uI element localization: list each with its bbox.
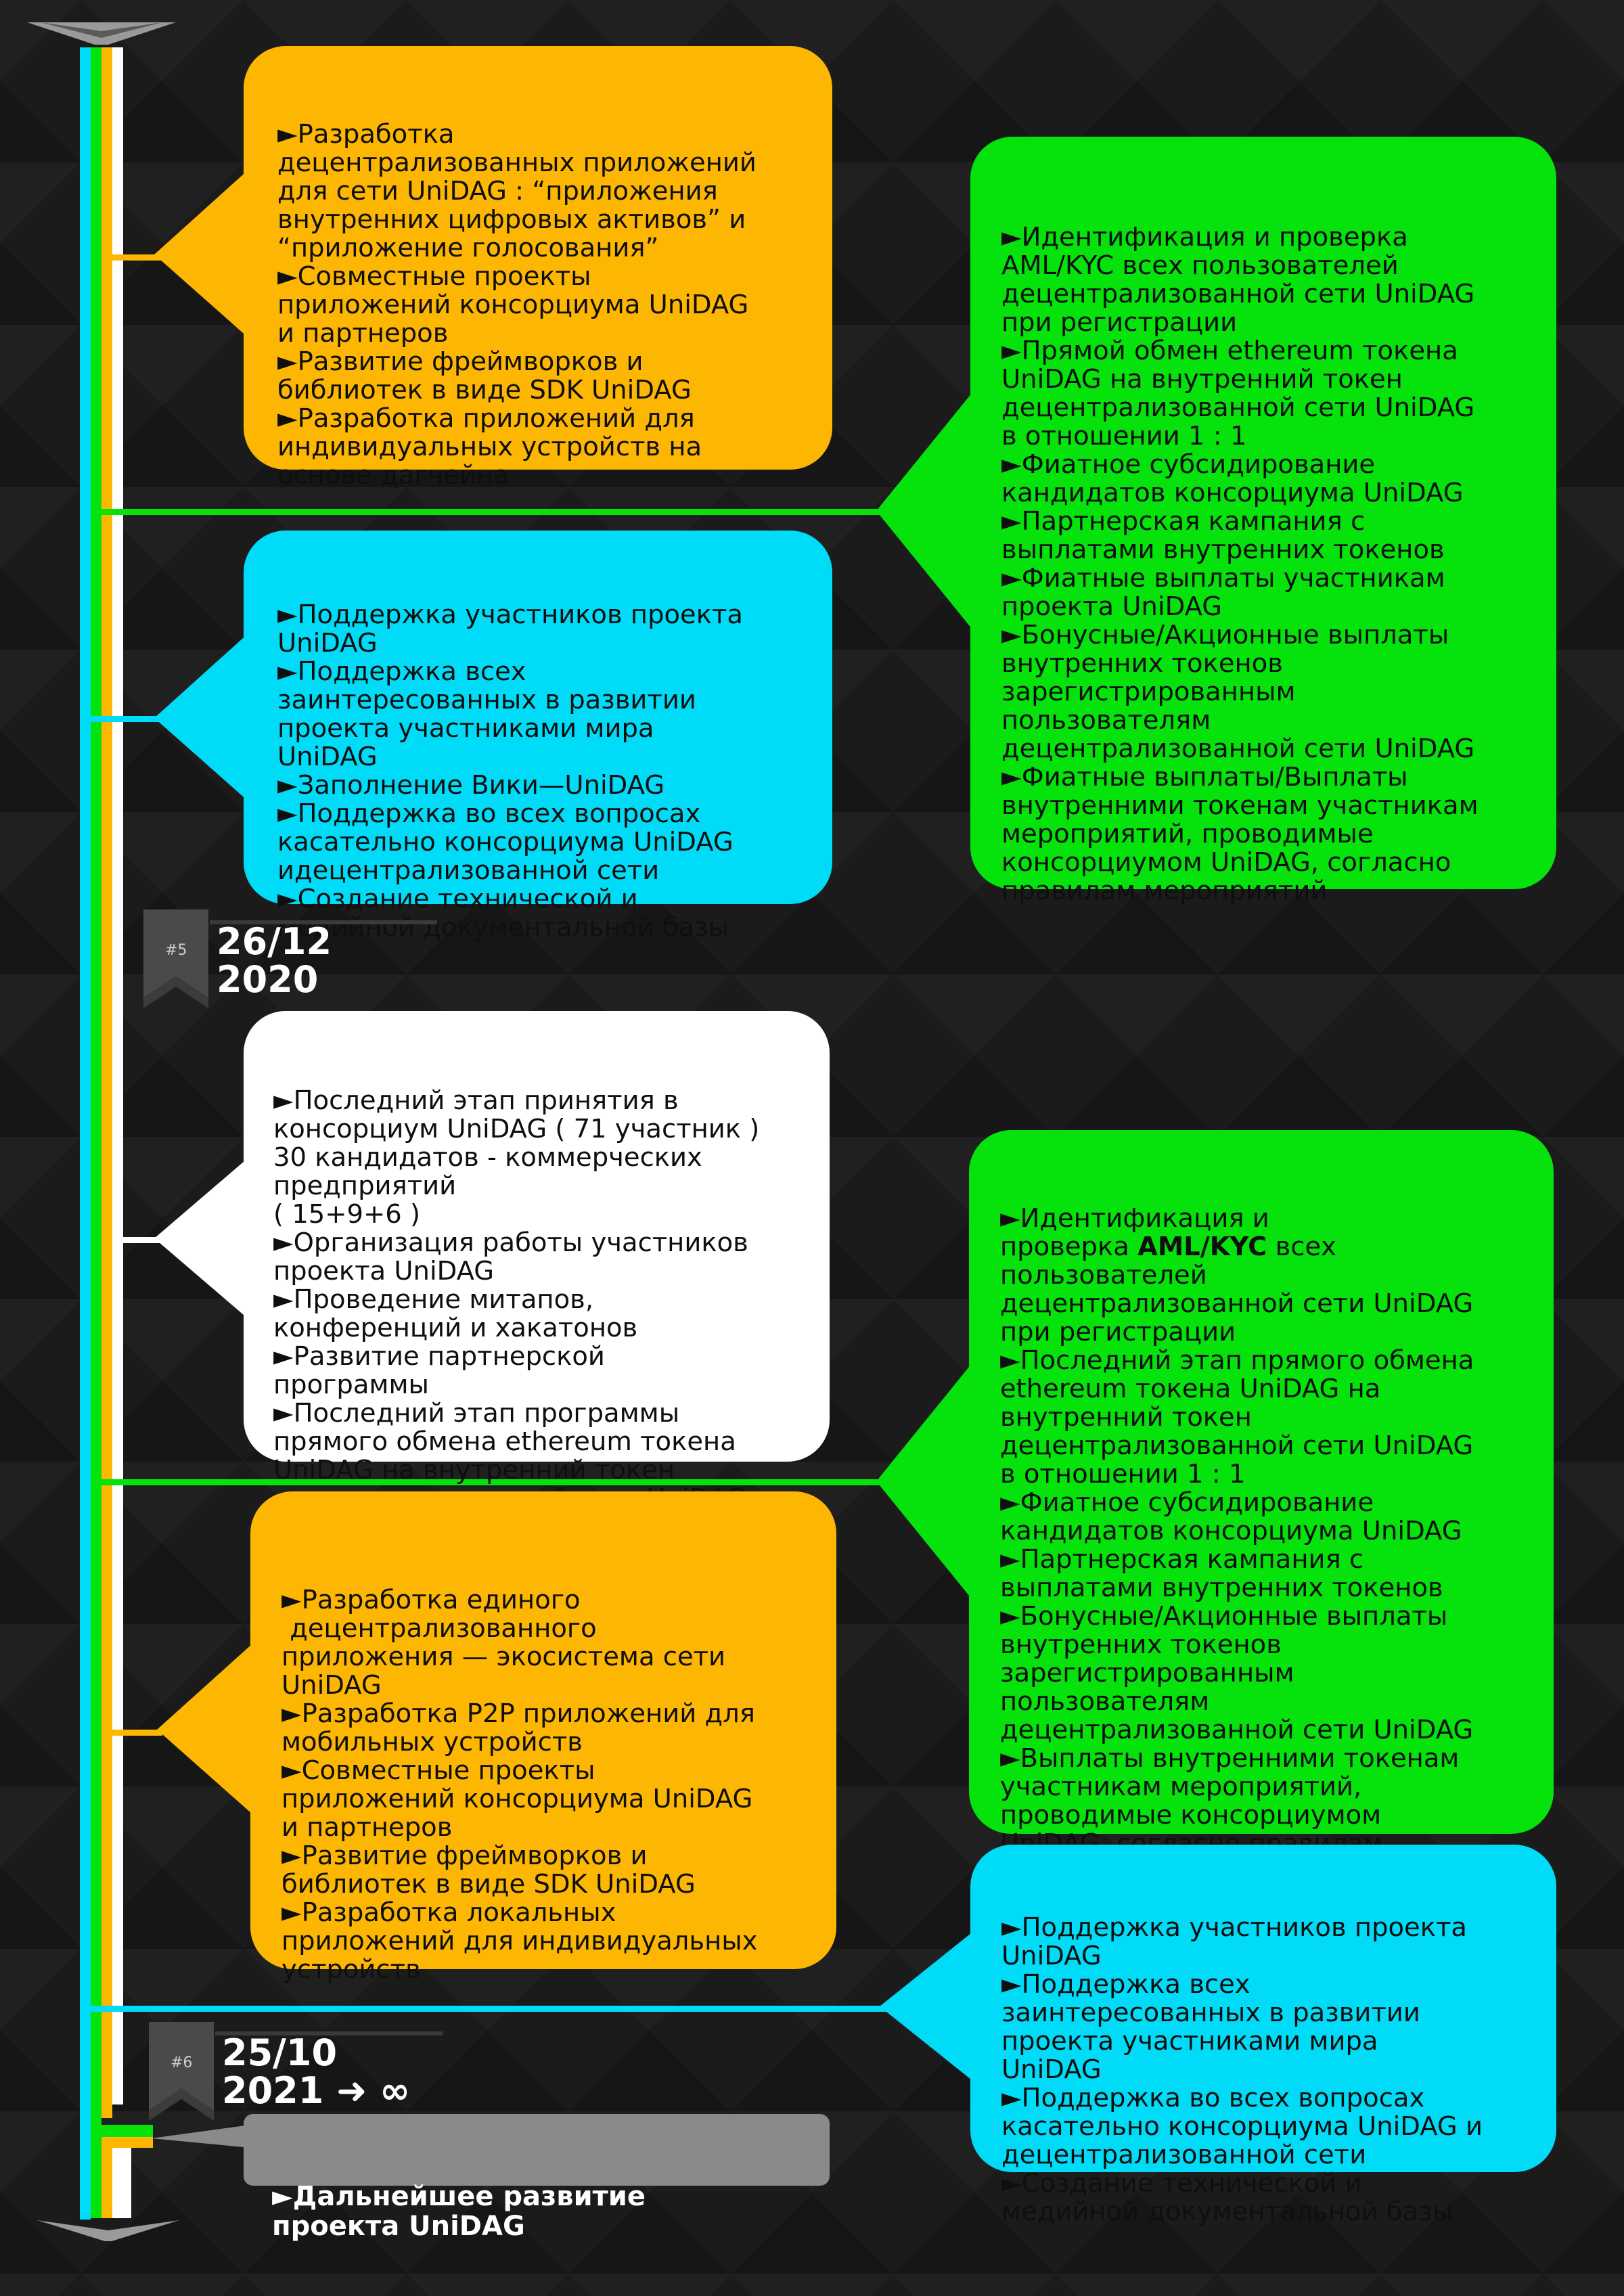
bubble-cyan-support-text: ►Поддержка участников проекта UniDAG ►По… xyxy=(277,600,744,943)
bubble-white-consortium-text: ►Последний этап принятия в консорциум Un… xyxy=(273,1085,760,1513)
milestone-5-date-line1: 26/12 xyxy=(217,920,332,963)
bubble-cyan-support-2-text: ►Поддержка участников проекта UniDAG ►По… xyxy=(1001,1912,1483,2227)
milestone-6-date: 25/10 2021 ➜ ∞ xyxy=(222,2034,410,2110)
milestone-5-bookmark-icon xyxy=(143,909,208,1008)
connector-cyan-2 xyxy=(80,2006,892,2012)
timeline-end-hook xyxy=(91,2125,153,2137)
bubble-grey-future-text: ►Дальнейшее развитие проекта UniDAG xyxy=(272,2181,646,2242)
timeline-rail-orange xyxy=(102,47,112,2118)
timeline-rail-green xyxy=(91,47,102,2132)
bubble-grey-future: ►Дальнейшее развитие проекта UniDAG xyxy=(244,2114,830,2241)
connector-cyan-1 xyxy=(80,716,161,722)
bubble-orange-app-dev-text: ►Разработка децентрализованных приложени… xyxy=(277,119,757,491)
bubble-orange-ecosystem: ►Разработка единого децентрализованного … xyxy=(250,1491,836,1984)
bubble-cyan-support-2: ►Поддержка участников проекта UniDAG ►По… xyxy=(970,1845,1556,2226)
milestone-6-bookmark-icon xyxy=(149,2022,214,2121)
milestone-6-date-line2: 2021 ➜ ∞ xyxy=(222,2069,411,2112)
milestone-5-date: 26/12 2020 xyxy=(217,923,332,999)
timeline-rail-cyan xyxy=(80,47,91,2220)
bubble-green-kyc-payments: ►Идентификация и проверка AML/KYC всех п… xyxy=(970,137,1556,905)
timeline-rail-white xyxy=(112,47,123,2104)
bubble-white-consortium: ►Последний этап принятия в консорциум Un… xyxy=(244,1011,830,1513)
connector-white-1 xyxy=(112,1237,160,1243)
bottom-chevron-icon xyxy=(37,2220,179,2241)
connector-orange-1 xyxy=(102,254,162,261)
bubble-orange-ecosystem-text: ►Разработка единого децентрализованного … xyxy=(281,1585,758,1985)
bubble-green-final-exchange-text: ►Идентификация и проверка AML/KYC всех п… xyxy=(1000,1203,1474,1887)
connector-green-1 xyxy=(91,509,889,515)
milestone-6-tag: #6 xyxy=(171,2054,193,2071)
bubble-cyan-support: ►Поддержка участников проекта UniDAG ►По… xyxy=(244,531,832,942)
bubble-orange-app-dev: ►Разработка децентрализованных приложени… xyxy=(244,46,832,490)
connector-green-2 xyxy=(91,1479,889,1485)
milestone-5-date-line2: 2020 xyxy=(217,958,319,1001)
bubble-green-final-exchange: ►Идентификация и проверка AML/KYC всех п… xyxy=(969,1130,1554,1887)
connector-orange-2 xyxy=(102,1730,162,1736)
top-chevron-icon xyxy=(27,22,176,45)
milestone-5-tag: #5 xyxy=(165,942,187,959)
milestone-6-date-line1: 25/10 xyxy=(222,2031,338,2074)
bubble-green-kyc-payments-text: ►Идентификация и проверка AML/KYC всех п… xyxy=(1001,222,1479,906)
